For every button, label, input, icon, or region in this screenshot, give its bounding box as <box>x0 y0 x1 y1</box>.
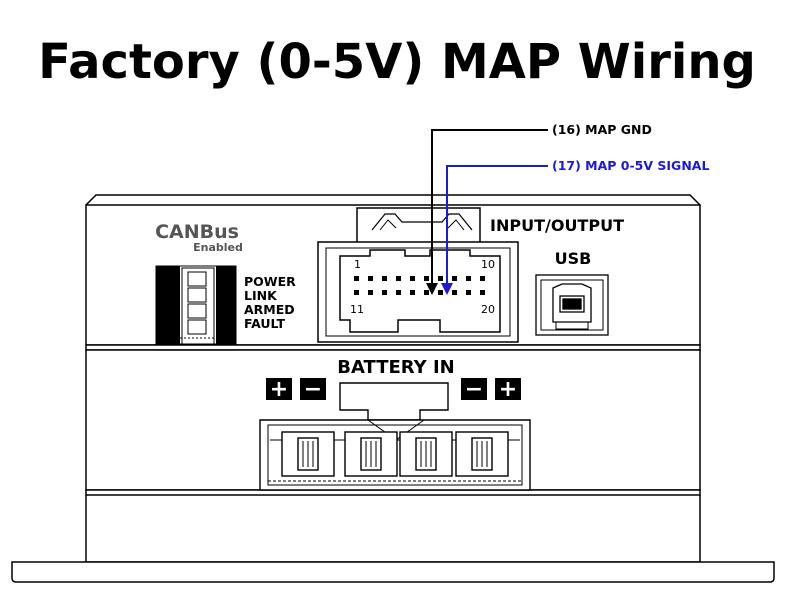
pin-label-1: 1 <box>354 258 361 271</box>
plus-badge-right <box>495 378 521 400</box>
page-title: Factory (0-5V) MAP Wiring <box>38 34 756 90</box>
connector-pin <box>438 290 443 295</box>
connector-pin <box>452 276 457 281</box>
usb-port <box>535 274 609 336</box>
led-label-link: LINK <box>244 288 278 303</box>
led-fault-indicator <box>187 319 207 335</box>
led-panel <box>155 265 237 345</box>
pin-label-20: 20 <box>481 303 495 316</box>
led-label-fault: FAULT <box>244 316 285 331</box>
battery-cell <box>455 431 509 477</box>
led-label-armed: ARMED <box>244 302 295 317</box>
connector-pin <box>480 276 485 281</box>
polarity-left: + − <box>266 377 326 402</box>
signal-wire <box>441 165 548 295</box>
pin-label-10: 10 <box>481 258 495 271</box>
plus-badge-left <box>266 378 292 400</box>
battery-cell <box>281 431 335 477</box>
led-power-indicator <box>187 271 207 287</box>
connector-pin <box>382 276 387 281</box>
connector-pin <box>368 276 373 281</box>
io-connector <box>317 207 519 343</box>
usb-label: USB <box>555 249 592 268</box>
connector-pin <box>410 290 415 295</box>
connector-pin <box>452 290 457 295</box>
connector-pin <box>466 276 471 281</box>
led-armed-indicator <box>187 303 207 319</box>
connector-pin <box>382 290 387 295</box>
connector-pin <box>424 276 429 281</box>
battery-in-label: BATTERY IN <box>337 357 454 378</box>
led-label-power: POWER <box>244 274 296 289</box>
connector-pin <box>354 276 359 281</box>
connector-pin <box>410 276 415 281</box>
battery-connector <box>259 382 531 491</box>
connector-pin <box>396 276 401 281</box>
minus-badge-left <box>300 378 326 400</box>
connector-pin <box>424 290 429 295</box>
connector-pin <box>466 290 471 295</box>
battery-cell <box>399 431 453 477</box>
svg-text:+: + <box>270 377 288 402</box>
gnd-wire <box>426 129 548 295</box>
svg-text:−: − <box>304 377 322 402</box>
connector-pin <box>354 290 359 295</box>
canbus-label: CANBus <box>155 221 239 243</box>
connector-pin <box>368 290 373 295</box>
pin-label-11: 11 <box>350 303 364 316</box>
io-label: INPUT/OUTPUT <box>490 216 624 235</box>
battery-cell <box>344 431 398 477</box>
signal-wire-label: (17) MAP 0-5V SIGNAL <box>552 158 709 173</box>
connector-pin-grid <box>354 276 485 295</box>
connector-pin <box>396 290 401 295</box>
canbus-sub-label: Enabled <box>193 241 243 254</box>
polarity-right: − + <box>461 377 521 402</box>
svg-text:−: − <box>465 377 483 402</box>
connector-pin <box>438 276 443 281</box>
svg-text:+: + <box>499 377 517 402</box>
minus-badge-right <box>461 378 487 400</box>
led-link-indicator <box>187 287 207 303</box>
connector-pin <box>480 290 485 295</box>
gnd-wire-label: (16) MAP GND <box>552 122 652 137</box>
